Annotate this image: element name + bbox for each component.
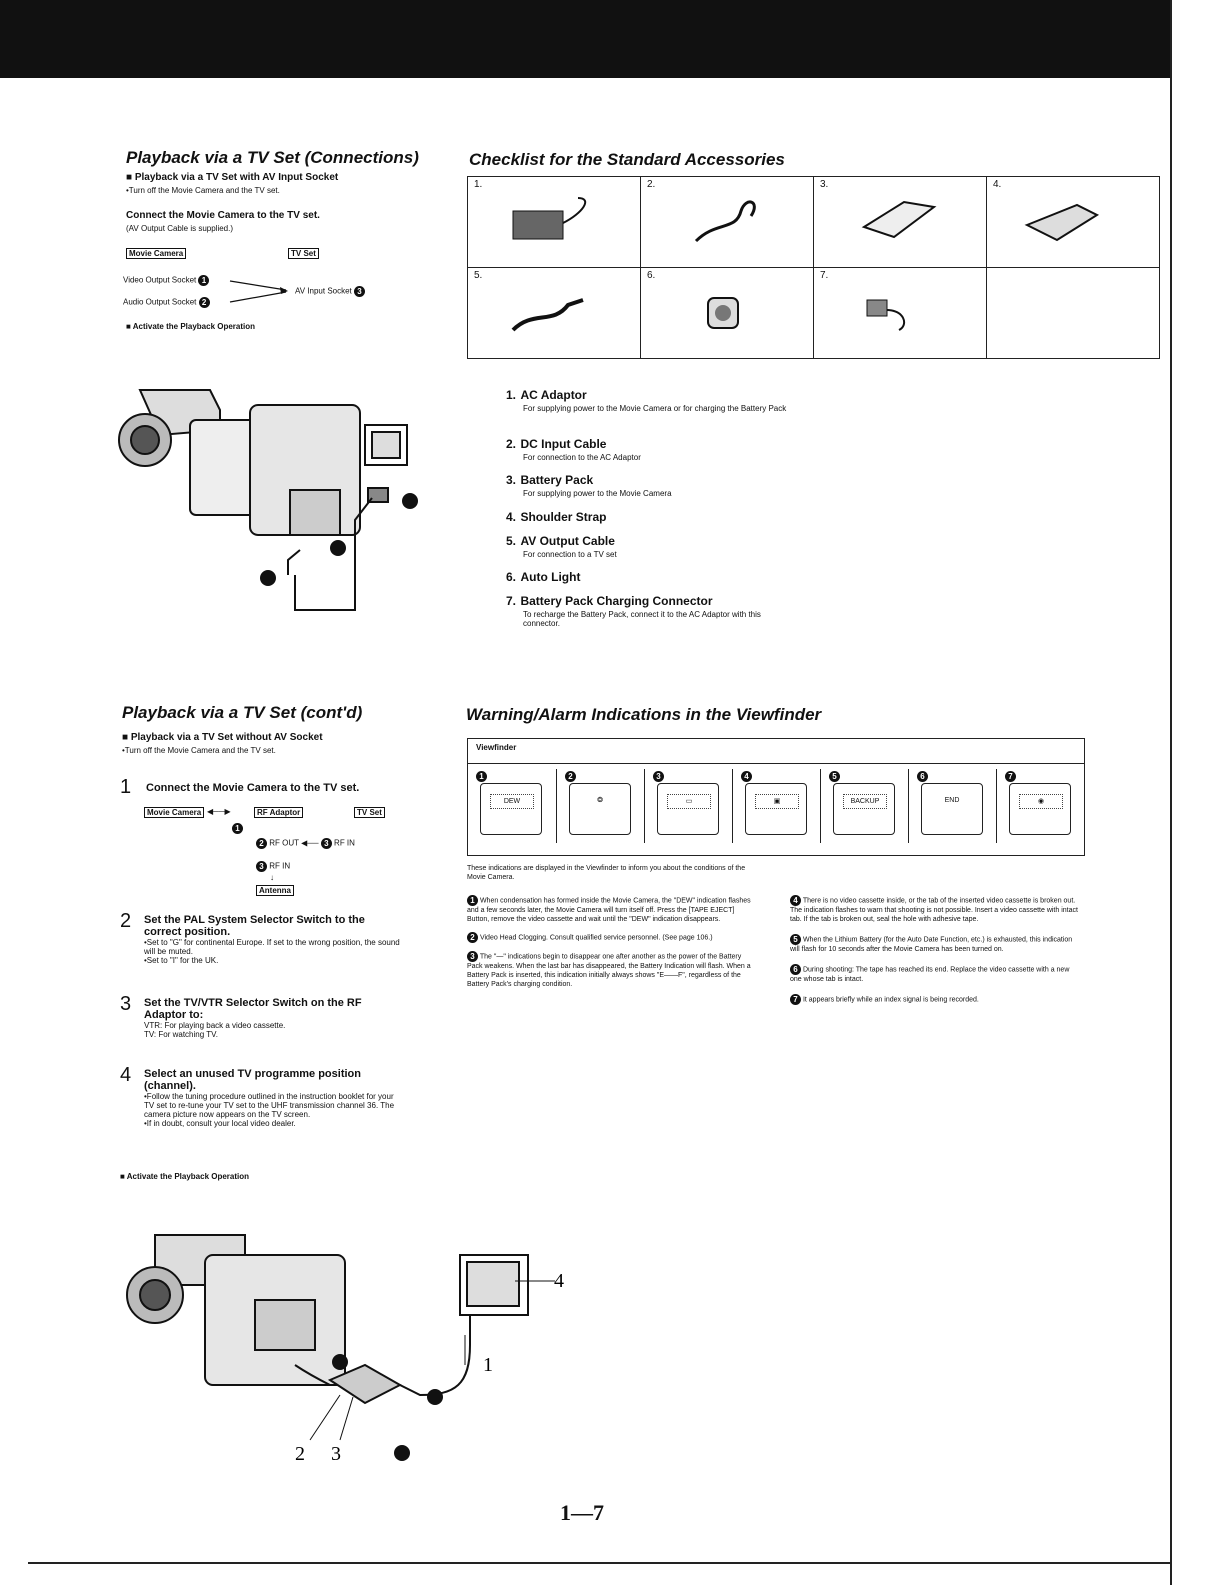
av-output-cable-icon [511, 298, 584, 332]
subhead-without-av: ■ Playback via a TV Set without AV Socke… [122, 732, 323, 743]
right-border [1170, 0, 1172, 1585]
header-bar [0, 0, 1170, 78]
viewfinder-label: Viewfinder [476, 743, 517, 752]
charging-connector-icon [866, 299, 906, 331]
accessory-cell-1: 1. [467, 176, 641, 268]
warning-note-3: 3 The "—" indications begin to disappear… [467, 951, 751, 988]
antenna-label: Antenna [256, 885, 294, 896]
rf-out-label: 2 RF OUT ◀── 3 RF IN [256, 838, 355, 849]
callout-4: 4 [554, 1270, 564, 1292]
indicator-cell-6: 6 END [908, 769, 995, 843]
warning-note-6: 6 During shooting: The tape has reached … [790, 964, 1070, 983]
arrow-lines [229, 280, 288, 303]
accessory-cell-5: 5. [467, 267, 641, 359]
activate-playback-2: ■ Activate the Playback Operation [120, 1172, 250, 1181]
index-indicator-icon: ◉ [1019, 794, 1063, 809]
backup-indicator: BACKUP [843, 794, 887, 809]
section-title-checklist: Checklist for the Standard Accessories [469, 150, 785, 169]
warning-note-5: 5 When the Lithium Battery (for the Auto… [790, 934, 1073, 953]
camera-tv-connection-illustration [118, 389, 418, 611]
callout-1: 1 [483, 1354, 493, 1376]
accessory-cell-3: 3. [813, 176, 987, 268]
av-input-socket-label: AV Input Socket 3 [295, 286, 366, 297]
indicator-cell-1: 1 DEW [468, 769, 554, 843]
dc-cable-icon [694, 200, 756, 243]
warning-note-4: 4 There is no video cassette inside, or … [790, 895, 1078, 923]
movie-camera-label-2: Movie Camera [144, 807, 205, 818]
accessory-cell-6: 6. [640, 267, 814, 359]
step-4: 4 Select an unused TV programme position… [120, 1064, 395, 1128]
rf-in-label: 3 RF IN [256, 861, 290, 872]
section-title-warning: Warning/Alarm Indications in the Viewfin… [466, 705, 822, 724]
audio-output-socket-label: Audio Output Socket 2 [123, 297, 210, 308]
auto-light-icon [707, 297, 739, 329]
accessory-cell-4: 4. [986, 176, 1160, 268]
accessory-cell-empty [986, 267, 1160, 359]
battery-indicator-icon: ▭ [667, 794, 711, 809]
marker-3: 3 [354, 286, 366, 297]
connect-instruction: Connect the Movie Camera to the TV set. [126, 210, 320, 221]
accessory-item-2: 2. DC Input Cable For connection to the … [506, 437, 641, 462]
subhead-av-input: ■ Playback via a TV Set with AV Input So… [126, 172, 339, 183]
accessory-item-7: 7. Battery Pack Charging Connector To re… [506, 594, 761, 628]
indicator-cell-2: 2 ❂ [556, 769, 643, 843]
video-output-socket-label: Video Output Socket 1 [123, 275, 210, 286]
warning-intro: These indications are displayed in the V… [467, 865, 746, 881]
battery-pack-icon [861, 200, 937, 239]
accessories-table: 1. 2. 3. 4. 5. [467, 176, 1160, 359]
marker-2: 2 [198, 297, 210, 308]
warning-notes-left: 1 When condensation has formed inside th… [467, 895, 757, 989]
indicator-cell-4: 4 ▣ [732, 769, 819, 843]
turn-off-note-2: •Turn off the Movie Camera and the TV se… [122, 746, 276, 755]
dew-indicator: DEW [490, 794, 534, 809]
viewfinder-panel: Viewfinder 1 DEW 2 ❂ 3 ▭ 4 ▣ 5 BACKUP 6 … [467, 738, 1085, 856]
shoulder-strap-icon [1024, 203, 1100, 242]
accessory-item-1: 1. AC Adaptor For supplying power to the… [506, 388, 787, 413]
callout-3: 3 [331, 1443, 341, 1465]
turn-off-note: •Turn off the Movie Camera and the TV se… [126, 186, 280, 195]
step-2: 2 Set the PAL System Selector Switch to … [120, 910, 400, 965]
section-title-contd: Playback via a TV Set (cont'd) [122, 703, 363, 722]
tv-set-label: TV Set [288, 248, 319, 259]
rf-adaptor-label: RF Adaptor [254, 807, 304, 818]
warning-note-7: 7 It appears briefly while an index sign… [790, 994, 1080, 1005]
bottom-border [28, 1562, 1170, 1564]
warning-note-2: 2 Video Head Clogging. Consult qualified… [467, 932, 757, 943]
movie-camera-label: Movie Camera [126, 248, 187, 259]
cable-note: (AV Output Cable is supplied.) [126, 224, 234, 233]
warning-notes-right: 4 There is no video cassette inside, or … [790, 895, 1080, 1005]
accessory-item-3: 3. Battery Pack For supplying power to t… [506, 473, 672, 498]
indicator-cell-7: 7 ◉ [996, 769, 1083, 843]
end-indicator: END [944, 797, 960, 804]
head-clog-icon: ❂ [597, 797, 603, 804]
accessory-item-4: 4. Shoulder Strap [506, 510, 607, 524]
rf-adaptor-connection-illustration: 4 1 2 3 [126, 1234, 564, 1465]
accessory-cell-7: 7. [813, 267, 987, 359]
indicator-cell-3: 3 ▭ [644, 769, 731, 843]
page-number: 1—7 [560, 1500, 604, 1525]
accessory-cell-2: 2. [640, 176, 814, 268]
tv-set-label-2: TV Set [354, 807, 385, 818]
cassette-indicator-icon: ▣ [755, 794, 799, 809]
step-3: 3 Set the TV/VTR Selector Switch on the … [120, 993, 362, 1039]
accessory-item-5: 5. AV Output Cable For connection to a T… [506, 534, 617, 559]
accessory-item-6: 6. Auto Light [506, 570, 581, 584]
indicator-cell-5: 5 BACKUP [820, 769, 907, 843]
ac-adaptor-icon [512, 197, 587, 240]
marker-1: 1 [198, 275, 210, 286]
activate-playback: ■ Activate the Playback Operation [126, 322, 256, 331]
warning-note-1: 1 When condensation has formed inside th… [467, 895, 751, 923]
step-1: 1 Connect the Movie Camera to the TV set… [120, 776, 400, 900]
section-title-connections: Playback via a TV Set (Connections) [126, 148, 419, 167]
callout-2: 2 [295, 1443, 305, 1465]
